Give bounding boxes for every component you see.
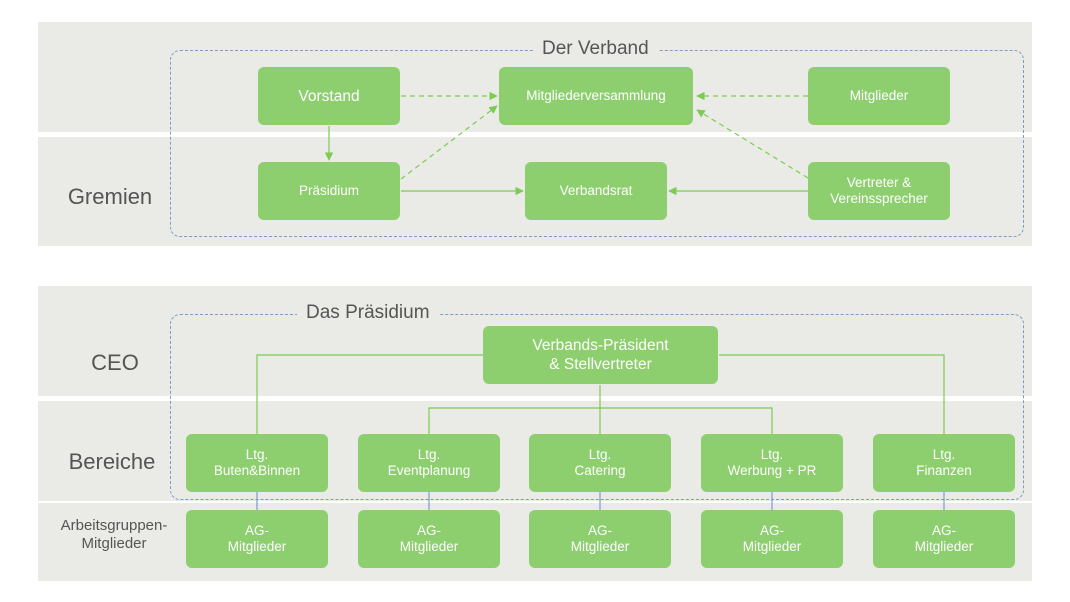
- node-president-label: Verbands-Präsident & Stellvertreter: [532, 337, 669, 373]
- edge-president-buten: [256, 354, 483, 434]
- row-label-arbeitsgruppen: Arbeitsgruppen- Mitglieder: [60, 517, 168, 552]
- node-ag-label: AG- Mitglieder: [914, 523, 974, 554]
- node-mitglieder: Mitglieder: [808, 67, 950, 125]
- node-ag-label: AG- Mitglieder: [227, 523, 287, 554]
- node-ag-label: AG- Mitglieder: [399, 523, 459, 554]
- node-vertreter-label: Vertreter & Vereinssprecher: [830, 175, 928, 206]
- node-vertreter: Vertreter & Vereinssprecher: [808, 162, 950, 220]
- edge-trunk-werbung: [600, 407, 773, 434]
- node-president: Verbands-Präsident & Stellvertreter: [483, 326, 718, 384]
- node-ag-buten-binnen: AG- Mitglieder: [186, 510, 328, 568]
- node-vorstand: Vorstand: [258, 67, 400, 125]
- edge-vertreter-versammlung: [696, 109, 809, 179]
- node-bereich-werbung-pr-label: Ltg. Werbung + PR: [727, 447, 817, 478]
- node-ag-eventplanung: AG- Mitglieder: [358, 510, 500, 568]
- node-bereich-werbung-pr: Ltg. Werbung + PR: [701, 434, 843, 492]
- node-ag-label: AG- Mitglieder: [570, 523, 630, 554]
- node-praesidium: Präsidium: [258, 162, 400, 220]
- node-bereich-catering-label: Ltg. Catering: [574, 447, 626, 478]
- node-bereich-finanzen-label: Ltg. Finanzen: [916, 447, 972, 478]
- node-bereich-catering: Ltg. Catering: [529, 434, 671, 492]
- edge-president-finanzen: [719, 354, 945, 434]
- node-mitgliederversammlung: Mitgliederversammlung: [499, 67, 693, 125]
- node-ag-label: AG- Mitglieder: [742, 523, 802, 554]
- group-title-verband: Der Verband: [533, 38, 658, 60]
- node-bereich-finanzen: Ltg. Finanzen: [873, 434, 1015, 492]
- node-verbandsrat: Verbandsrat: [525, 162, 667, 220]
- node-bereich-eventplanung: Ltg. Eventplanung: [358, 434, 500, 492]
- row-label-bereiche: Bereiche: [68, 449, 156, 474]
- node-bereich-eventplanung-label: Ltg. Eventplanung: [387, 447, 471, 478]
- edge-trunk-eventplanung: [428, 407, 600, 434]
- node-mitglieder-label: Mitglieder: [849, 88, 909, 103]
- node-bereich-buten-binnen: Ltg. Buten&Binnen: [186, 434, 328, 492]
- edge-praesidium-versammlung: [400, 105, 498, 180]
- node-verbandsrat-label: Verbandsrat: [559, 183, 633, 198]
- node-bereich-buten-binnen-label: Ltg. Buten&Binnen: [213, 447, 301, 478]
- node-ag-finanzen: AG- Mitglieder: [873, 510, 1015, 568]
- row-label-ceo: CEO: [91, 350, 139, 375]
- node-mitgliederversammlung-label: Mitgliederversammlung: [526, 88, 666, 103]
- group-title-praesidium: Das Präsidium: [297, 302, 439, 324]
- node-ag-werbung-pr: AG- Mitglieder: [701, 510, 843, 568]
- group-frame-praesidium: [170, 314, 1024, 500]
- row-label-gremien: Gremien: [67, 184, 153, 209]
- node-ag-catering: AG- Mitglieder: [529, 510, 671, 568]
- node-praesidium-label: Präsidium: [298, 183, 360, 198]
- node-vorstand-label: Vorstand: [298, 87, 360, 105]
